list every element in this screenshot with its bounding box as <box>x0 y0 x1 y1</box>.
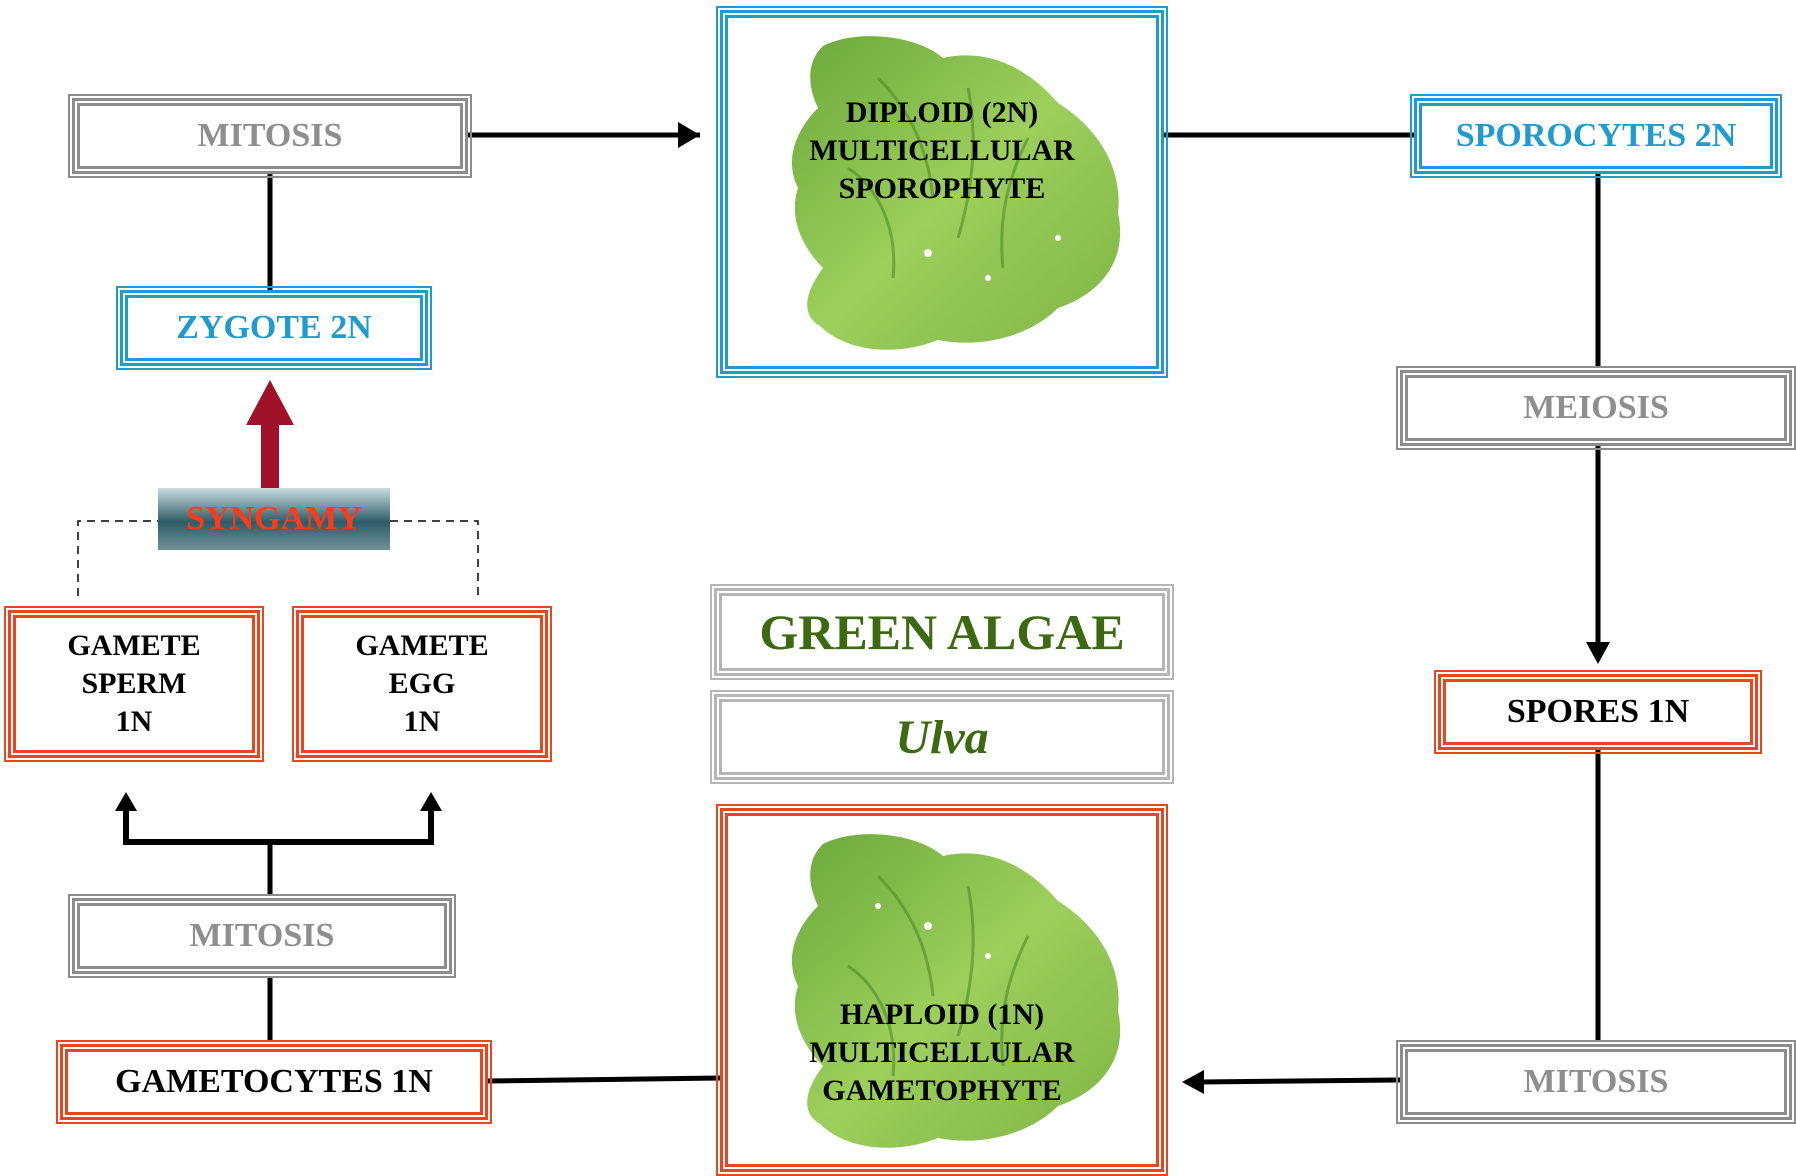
sporophyte-line-3: SPOROPHYTE <box>838 172 1046 205</box>
gamete-sperm-line-3: 1N <box>115 705 153 738</box>
gametophyte-line-1: HAPLOID (1N) <box>839 998 1045 1031</box>
gametophyte-line-3: GAMETOPHYTE <box>822 1074 1062 1107</box>
zygote-label: ZYGOTE 2N <box>176 309 372 346</box>
meiosis-label: MEIOSIS <box>1523 389 1669 426</box>
gamete-egg-line-1: GAMETE <box>355 629 489 662</box>
ulva-sporophyte-illustration <box>791 36 1121 350</box>
gamete-egg-line-3: 1N <box>403 705 441 738</box>
syngamy-bracket-left <box>77 520 158 596</box>
syngamy-arrow-head <box>246 380 294 425</box>
group-title-box: GREEN ALGAE <box>710 584 1174 680</box>
gamete-sperm-box: GAMETE SPERM 1N <box>4 606 264 762</box>
mitosis-right-label: MITOSIS <box>1523 1063 1669 1100</box>
gamete-sperm-line-2: SPERM <box>81 667 187 700</box>
mitosis-to-gametophyte-line <box>1199 1077 1401 1085</box>
syngamy-arrow-shaft <box>261 420 279 490</box>
gametophyte-line-2: MULTICELLULAR <box>809 1036 1075 1069</box>
fork-arrowhead-left <box>115 792 137 811</box>
sporocytes-box: SPOROCYTES 2N <box>1410 94 1782 178</box>
arrowhead-right <box>678 122 700 148</box>
fork-line <box>123 809 434 845</box>
gametocytes-box: GAMETOCYTES 1N <box>56 1040 492 1124</box>
mitosis-bottom-left-box: MITOSIS <box>68 894 456 978</box>
mitosis-top-box: MITOSIS <box>68 94 472 178</box>
sporocytes-label: SPOROCYTES 2N <box>1455 117 1737 154</box>
gametophyte-box: HAPLOID (1N) MULTICELLULAR GAMETOPHYTE <box>716 804 1168 1176</box>
group-title: GREEN ALGAE <box>759 604 1125 660</box>
mitosis-top-label: MITOSIS <box>197 117 343 154</box>
gametocytes-label: GAMETOCYTES 1N <box>115 1063 433 1100</box>
mitosis-bottom-left-label: MITOSIS <box>189 917 335 954</box>
ulva-gametophyte-illustration <box>791 834 1121 1148</box>
sporophyte-label: DIPLOID (2N) MULTICELLULAR SPOROPHYTE <box>728 94 1156 208</box>
syngamy-label: SYNGAMY <box>186 500 362 537</box>
sporophyte-box: DIPLOID (2N) MULTICELLULAR SPOROPHYTE <box>716 6 1168 378</box>
sporophyte-line-1: DIPLOID (2N) <box>845 96 1039 129</box>
fork-arrowhead-right <box>420 792 442 811</box>
gametocytes-to-gametophyte-line <box>485 1075 721 1084</box>
arrowhead-left <box>1182 1070 1204 1094</box>
zygote-box: ZYGOTE 2N <box>116 286 432 370</box>
syngamy-bracket-right <box>390 520 479 596</box>
genus-title-box: Ulva <box>710 690 1174 784</box>
gamete-sperm-line-1: GAMETE <box>67 629 201 662</box>
spores-label: SPORES 1N <box>1506 693 1690 730</box>
gamete-egg-box: GAMETE EGG 1N <box>292 606 552 762</box>
genus-title: Ulva <box>895 710 989 764</box>
syngamy-banner: SYNGAMY <box>158 488 390 550</box>
arrowhead-down <box>1586 642 1610 664</box>
gamete-egg-line-2: EGG <box>388 667 456 700</box>
gametophyte-label: HAPLOID (1N) MULTICELLULAR GAMETOPHYTE <box>728 996 1156 1110</box>
mitosis-right-box: MITOSIS <box>1396 1040 1796 1124</box>
spores-box: SPORES 1N <box>1434 670 1762 754</box>
sporophyte-line-2: MULTICELLULAR <box>809 134 1075 167</box>
meiosis-box: MEIOSIS <box>1396 366 1796 450</box>
